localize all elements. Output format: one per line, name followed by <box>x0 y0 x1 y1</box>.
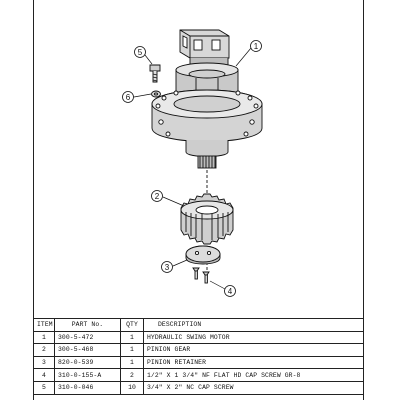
table-header-row: ITEM PART No. QTY DESCRIPTION <box>33 318 364 332</box>
cap-screw <box>149 64 161 83</box>
table-row: 1 300-5-472 1 HYDRAULIC SWING MOTOR <box>33 330 364 345</box>
lock-washer <box>151 90 161 98</box>
callout-circles <box>122 40 262 297</box>
drawing-sheet <box>33 0 364 400</box>
callout-1-label: 1 <box>254 42 259 51</box>
qty-cell: 1 <box>120 343 144 357</box>
header-part-no: PART No. <box>54 318 121 332</box>
qty-cell: 1 <box>120 330 144 345</box>
header-item: ITEM <box>33 318 55 332</box>
callout-2-label: 2 <box>155 192 160 201</box>
part-no-cell: 300-5-468 <box>54 343 121 357</box>
callout-6-label: 6 <box>126 93 131 102</box>
parts-list-table: ITEM PART No. QTY DESCRIPTION 1 300-5-47… <box>33 318 364 395</box>
part-no-cell: 310-0-046 <box>54 380 121 395</box>
item-cell: 3 <box>33 355 55 370</box>
description-cell: PINION GEAR <box>143 343 364 357</box>
callout-3-label: 3 <box>165 263 170 272</box>
part-no-cell: 310-0-155-A <box>54 368 121 382</box>
table-row: 3 820-0-539 1 PINION RETAINER <box>33 355 364 370</box>
pinion-gear <box>180 193 234 245</box>
description-cell: 1/2" X 1 3/4" NF FLAT HD CAP SCREW GR-8 <box>143 368 364 382</box>
qty-cell: 10 <box>120 380 144 395</box>
item-cell: 4 <box>33 368 55 382</box>
table-row: 2 300-5-468 1 PINION GEAR <box>33 343 364 357</box>
part-no-cell: 820-0-539 <box>54 355 121 370</box>
header-description: DESCRIPTION <box>143 318 364 332</box>
qty-cell: 2 <box>120 368 144 382</box>
description-cell: HYDRAULIC SWING MOTOR <box>143 330 364 345</box>
callout-4-label: 4 <box>228 287 233 296</box>
item-cell: 1 <box>33 330 55 345</box>
leader-lines <box>133 47 252 290</box>
table-row: 4 310-0-155-A 2 1/2" X 1 3/4" NF FLAT HD… <box>33 368 364 382</box>
callout-5-label: 5 <box>138 48 143 57</box>
part-no-cell: 300-5-472 <box>54 330 121 345</box>
header-qty: QTY <box>120 318 144 332</box>
flat-head-cap-screws <box>192 267 210 284</box>
table-row: 5 310-0-046 10 3/4" X 2" NC CAP SCREW <box>33 380 364 395</box>
description-cell: PINION RETAINER <box>143 355 364 370</box>
hydraulic-swing-motor <box>151 29 263 169</box>
exploded-view-drawing: 1 5 6 2 3 4 <box>122 29 263 297</box>
description-cell: 3/4" X 2" NC CAP SCREW <box>143 380 364 395</box>
item-cell: 2 <box>33 343 55 357</box>
item-cell: 5 <box>33 380 55 395</box>
pinion-retainer <box>185 245 221 265</box>
qty-cell: 1 <box>120 355 144 370</box>
